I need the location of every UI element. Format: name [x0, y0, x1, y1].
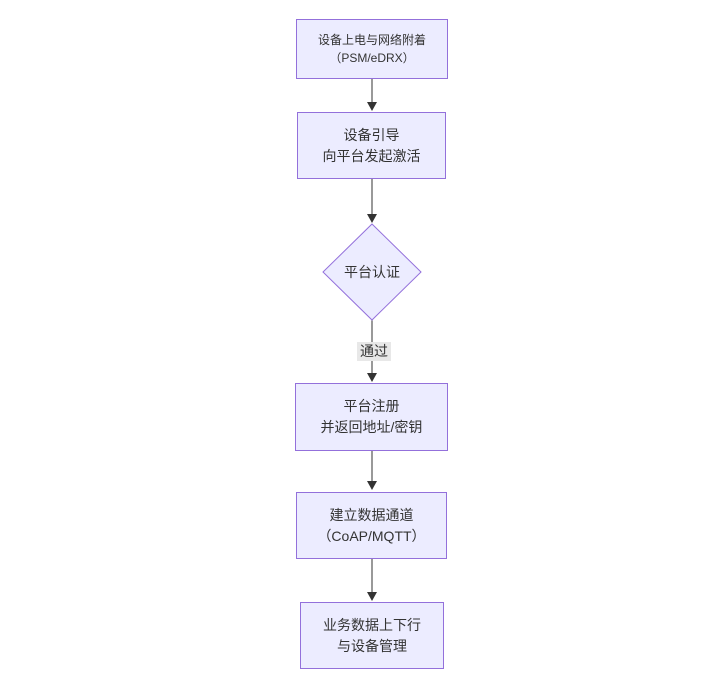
node-power-attach: 设备上电与网络附着 （PSM/eDRX）	[296, 19, 448, 79]
edge-label-pass: 通过	[357, 342, 391, 361]
node-text: （CoAP/MQTT）	[317, 527, 426, 544]
node-data-channel: 建立数据通道 （CoAP/MQTT）	[296, 492, 447, 559]
node-platform-auth-shape	[322, 223, 422, 321]
node-text: 向平台发起激活	[322, 147, 421, 164]
arrowhead-icon	[367, 373, 377, 382]
node-register: 平台注册 并返回地址/密钥	[295, 383, 448, 451]
arrowhead-icon	[367, 102, 377, 111]
arrowhead-icon	[367, 481, 377, 490]
node-text: 平台注册	[343, 398, 400, 414]
node-text: 建立数据通道	[329, 506, 414, 523]
node-text: 设备上电与网络附着	[317, 33, 426, 47]
arrowhead-icon	[367, 592, 377, 601]
arrowhead-icon	[367, 214, 377, 223]
node-text: 并返回地址/密钥	[320, 419, 423, 435]
node-text: 与设备管理	[337, 637, 407, 654]
node-text: （PSM/eDRX）	[329, 51, 415, 65]
node-platform-auth-label: 平台认证	[322, 258, 422, 286]
node-bootstrap: 设备引导 向平台发起激活	[297, 112, 446, 179]
node-text: 设备引导	[343, 126, 400, 143]
node-business: 业务数据上下行 与设备管理	[300, 602, 444, 669]
node-text: 业务数据上下行	[323, 616, 421, 633]
node-text: 平台认证	[344, 264, 400, 280]
